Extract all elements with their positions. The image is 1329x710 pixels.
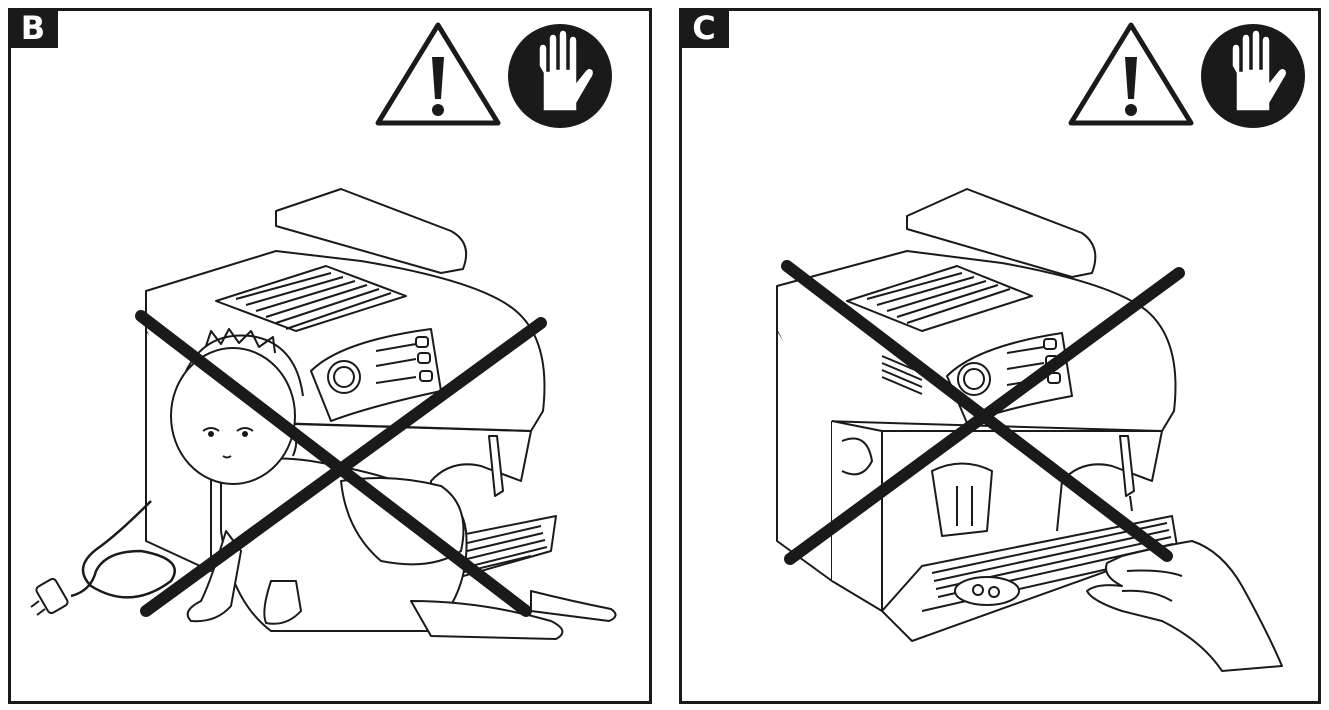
stop-hand-icon bbox=[1201, 24, 1305, 128]
reaching-hand bbox=[1086, 540, 1283, 672]
panel-b-illustration bbox=[30, 22, 617, 640]
warning-triangle-icon bbox=[375, 22, 501, 126]
prohibition-cross bbox=[781, 260, 1185, 565]
warning-triangle-icon bbox=[1068, 22, 1194, 126]
panel-label-b: B bbox=[8, 8, 58, 48]
stop-hand-icon bbox=[508, 24, 612, 128]
panel-label-c: C bbox=[679, 8, 729, 48]
panel-c: C bbox=[679, 8, 1321, 704]
panel-b: B bbox=[8, 8, 652, 704]
prohibition-cross bbox=[135, 310, 547, 617]
panel-c-illustration bbox=[776, 22, 1305, 672]
